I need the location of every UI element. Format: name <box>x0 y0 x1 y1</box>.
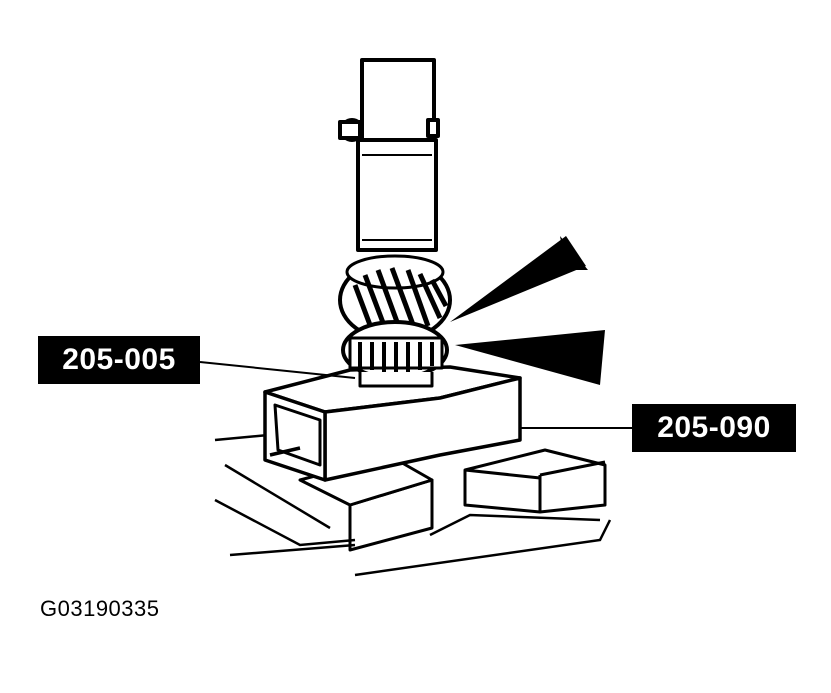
press-ram <box>338 58 440 252</box>
helical-gear <box>338 254 452 388</box>
support-fixture <box>263 365 522 482</box>
arrow-icon <box>450 236 588 322</box>
callout-205-090: 205-090 <box>632 404 796 452</box>
callout-205-005: 205-005 <box>38 336 200 384</box>
arrow-icon <box>455 330 605 385</box>
floor-lines <box>214 430 612 577</box>
floor-blocks <box>298 448 607 552</box>
leader-lines <box>199 361 632 429</box>
figure-id: G03190335 <box>40 596 160 621</box>
